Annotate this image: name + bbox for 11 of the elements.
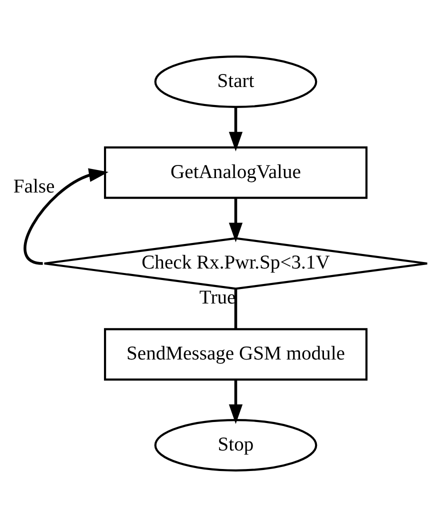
edge-label: True (199, 288, 236, 309)
arrow (228, 380, 243, 424)
connector (234, 288, 238, 329)
edge-label: False (13, 176, 55, 198)
node-diamond: Check Rx.Pwr.Sp<3.1V (43, 237, 428, 290)
node-ellipse: Stop (154, 419, 318, 472)
node-ellipse: Start (154, 56, 318, 108)
arrow (228, 198, 243, 242)
node-box: SendMessage GSM module (104, 328, 368, 381)
arrow (228, 107, 243, 152)
node-box: GetAnalogValue (104, 146, 368, 199)
